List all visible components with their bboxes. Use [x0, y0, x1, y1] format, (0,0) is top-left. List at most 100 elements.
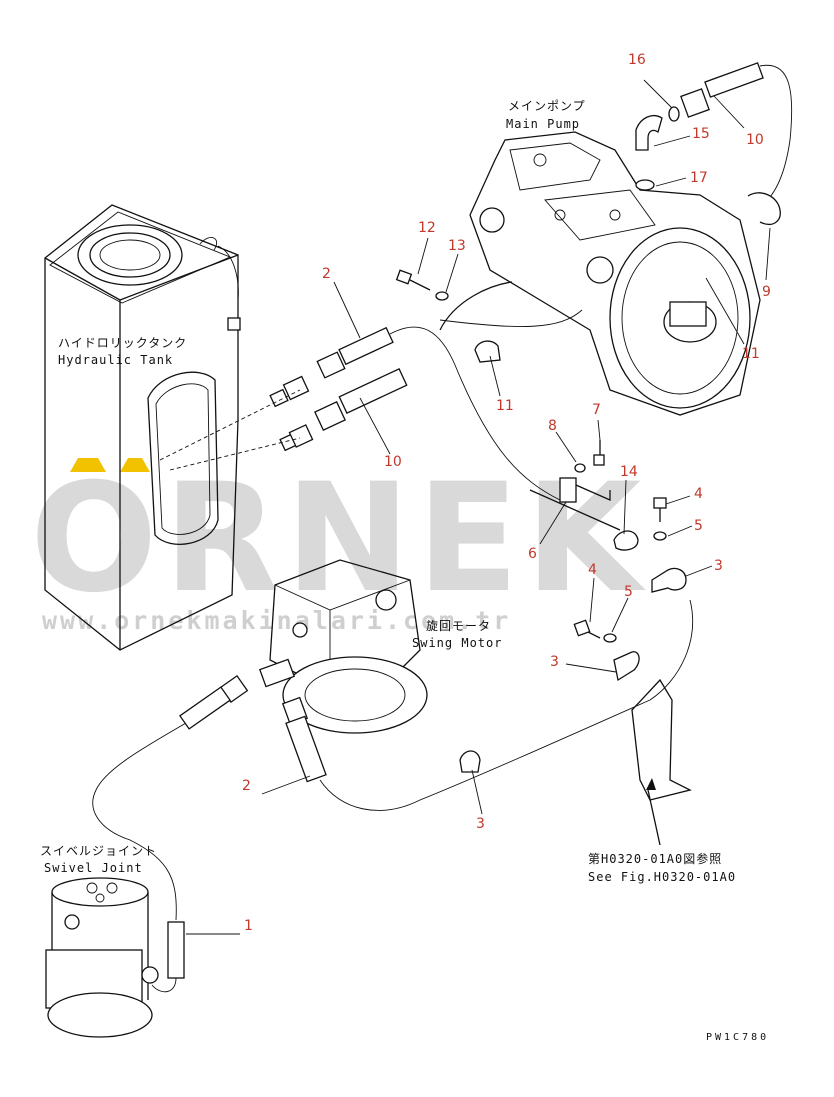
bracket-pump — [439, 281, 513, 331]
see-fig-en-label: See Fig.H0320-01A0 — [588, 870, 736, 884]
hose-10-lower — [314, 368, 408, 431]
callout-8: 8 — [548, 418, 557, 434]
bolt-7 — [593, 440, 605, 466]
pump-regulator — [544, 189, 656, 241]
hydraulic-tank-jp-label: ハイドロリックタンク — [58, 336, 187, 350]
tank-breather-icon — [227, 317, 241, 331]
pump-shaft — [669, 301, 707, 327]
elbow-fitting-15 — [635, 115, 663, 151]
callout-10: 10 — [384, 454, 402, 470]
see-fig-arrow — [647, 789, 661, 846]
clamp-9 — [747, 192, 781, 225]
watermark-accent-icon — [120, 458, 150, 472]
washer-13 — [435, 291, 449, 301]
tank-sight-window-outer — [147, 371, 219, 545]
callout-15: 15 — [692, 126, 710, 142]
bolt-12 — [395, 269, 431, 291]
watermark: ORNEK www.ornekmakinalari.com.tr — [30, 452, 647, 635]
o-ring-17 — [635, 179, 655, 191]
callout-3: 3 — [550, 654, 559, 670]
tank-breather-tube — [199, 237, 239, 301]
pump-port-icon — [586, 256, 614, 284]
callout-2: 2 — [322, 266, 331, 282]
drawing-code: PW1C780 — [706, 1032, 769, 1043]
tank-filler-inner — [99, 239, 161, 271]
pump-port-icon — [479, 207, 505, 233]
hydraulic-tank: ハイドロリックタンク Hydraulic Tank — [44, 204, 314, 651]
callout-5: 5 — [624, 584, 633, 600]
callout-5: 5 — [694, 518, 703, 534]
callout-16: 16 — [628, 52, 646, 68]
motor-port-icon — [375, 589, 397, 611]
swing-motor-en-label: Swing Motor — [412, 636, 502, 650]
bracket-6-plate — [559, 477, 577, 503]
swivel-joint: スイベルジョイント Swivel Joint — [40, 844, 185, 1038]
leader-lines — [186, 79, 771, 935]
bracket-6 — [529, 477, 621, 531]
washer-8 — [574, 463, 586, 473]
callout-12: 12 — [418, 220, 436, 236]
motor-elbow-fitting — [258, 658, 296, 688]
callout-4: 4 — [694, 486, 703, 502]
main-pump: メインポンプ Main Pump — [469, 99, 761, 416]
tank-sight-window-inner — [155, 383, 211, 535]
hose-2-lower — [281, 696, 327, 783]
washer-5-upper — [653, 531, 667, 541]
hose-10-pump — [680, 62, 793, 206]
clamp-11 — [474, 340, 501, 363]
tank-port-lower — [279, 424, 314, 452]
hose-2-run — [319, 599, 694, 811]
watermark-accent-icon — [70, 458, 106, 472]
hydraulic-tank-en-label: Hydraulic Tank — [58, 353, 173, 367]
swivel-joint-en-label: Swivel Joint — [44, 861, 143, 875]
swing-motor-jp-label: 旋回モータ — [426, 619, 491, 633]
main-pump-en-label: Main Pump — [506, 117, 580, 131]
callout-3: 3 — [476, 816, 485, 832]
callout-3: 3 — [714, 558, 723, 574]
pump-flange-inner — [621, 241, 739, 395]
tank-outline — [44, 204, 239, 651]
bolt-4-middle — [573, 619, 601, 639]
pump-outline — [469, 131, 761, 416]
tank-port-centerlines — [159, 389, 301, 471]
swing-motor: 旋回モータ Swing Motor — [258, 559, 502, 734]
callout-11: 11 — [742, 346, 760, 362]
callout-2: 2 — [242, 778, 251, 794]
clamp-3-lower — [459, 750, 481, 773]
callout-7: 7 — [592, 402, 601, 418]
callout-11: 11 — [496, 398, 514, 414]
clamp-3-middle — [613, 651, 640, 682]
hose-2-upper — [316, 326, 561, 501]
washer-5-middle — [603, 633, 617, 643]
see-fig-jp-label: 第H0320-01A0図参照 — [588, 851, 722, 866]
callout-9: 9 — [762, 284, 771, 300]
hose-1-run — [92, 689, 241, 921]
o-ring-16 — [668, 106, 680, 122]
hose-pump-run — [439, 309, 583, 327]
callout-1: 1 — [244, 918, 253, 934]
pump-valve-block — [509, 142, 601, 191]
watermark-brand: ORNEK — [30, 452, 647, 626]
callout-4: 4 — [588, 562, 597, 578]
swivel-base — [47, 992, 153, 1038]
callout-17: 17 — [690, 170, 708, 186]
motor-port-icon — [292, 622, 308, 638]
swivel-elbow-icon — [141, 966, 159, 984]
bolt-4-upper — [653, 497, 667, 522]
swivel-port-icon — [64, 914, 80, 930]
clamp-14 — [613, 530, 639, 551]
hose-1-lower-fitting — [167, 921, 185, 979]
main-pump-jp-label: メインポンプ — [508, 99, 586, 113]
tank-port-upper — [269, 375, 310, 408]
hose-1-upper-fitting — [179, 674, 249, 730]
clamp-3-upper — [651, 567, 687, 593]
callout-13: 13 — [448, 238, 466, 254]
hose-1-lower-bend — [151, 977, 177, 993]
arrow-head-icon — [646, 778, 656, 790]
callouts: 16 15 10 17 9 11 12 13 2 11 10 7 8 14 4 … — [242, 52, 771, 934]
swivel-joint-jp-label: スイベルジョイント — [40, 844, 157, 858]
motor-flange — [282, 656, 428, 734]
motor-flange-inner — [304, 668, 406, 722]
